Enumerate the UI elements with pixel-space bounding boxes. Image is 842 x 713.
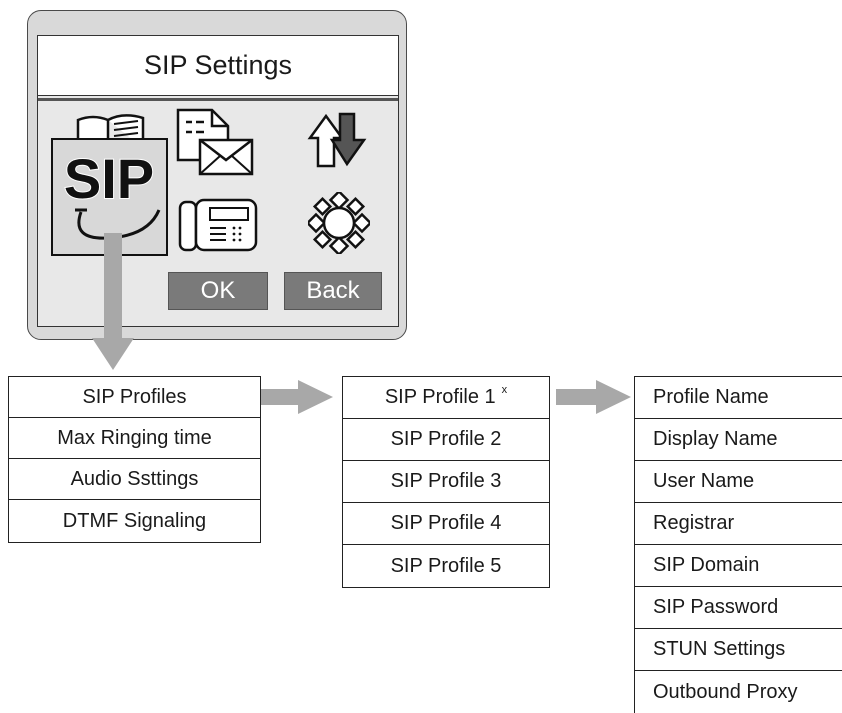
down-arrow <box>92 233 134 370</box>
sip-profiles-menu: SIP Profile 1 x SIP Profile 2 SIP Profile… <box>342 376 550 588</box>
message-icon <box>176 108 254 176</box>
desk-phone-icon <box>178 198 258 252</box>
menu-item-display-name[interactable]: Display Name <box>635 419 842 461</box>
right-arrow-2 <box>556 380 631 414</box>
menu-item-user-name[interactable]: User Name <box>635 461 842 503</box>
profile-1-label: SIP Profile 1 <box>384 386 496 408</box>
menu-item-sip-profile-4[interactable]: SIP Profile 4 <box>343 503 549 545</box>
right-arrow-1 <box>261 380 333 414</box>
device-frame: SIP Settings <box>27 10 407 340</box>
menu-item-profile-name[interactable]: Profile Name <box>635 377 842 419</box>
active-profile-marker: x <box>501 383 508 396</box>
menu-item-sip-profile-2[interactable]: SIP Profile 2 <box>343 419 549 461</box>
menu-item-registrar[interactable]: Registrar <box>635 503 842 545</box>
sip-settings-menu: SIP Profiles Max Ringing time Audio Sstt… <box>8 376 261 543</box>
menu-item-dtmf-signaling[interactable]: DTMF Signaling <box>62 509 207 532</box>
menu-item-sip-profile-5[interactable]: SIP Profile 5 <box>390 554 502 577</box>
menu-item-outbound-proxy[interactable]: Outbound Proxy <box>653 680 798 703</box>
menu-item-sip-profile-3[interactable]: SIP Profile 3 <box>343 461 549 503</box>
ok-button[interactable]: OK <box>168 272 268 310</box>
device-screen: SIP Settings <box>37 35 399 327</box>
up-down-arrows-icon <box>307 112 367 168</box>
menu-item-stun-settings[interactable]: STUN Settings <box>635 629 842 671</box>
screen-title: SIP Settings <box>38 36 398 96</box>
profile-fields-menu: Profile Name Display Name User Name Regi… <box>634 376 842 713</box>
title-divider <box>38 98 398 101</box>
menu-item-sip-profiles[interactable]: SIP Profiles <box>9 377 260 418</box>
menu-item-sip-password[interactable]: SIP Password <box>635 587 842 629</box>
settings-gear-icon <box>308 192 370 254</box>
back-button[interactable]: Back <box>284 272 382 310</box>
menu-item-sip-domain[interactable]: SIP Domain <box>635 545 842 587</box>
menu-item-max-ringing-time[interactable]: Max Ringing time <box>9 418 260 459</box>
menu-item-audio-settings[interactable]: Audio Ssttings <box>9 459 260 500</box>
menu-item-sip-profile-1[interactable]: SIP Profile 1 x <box>343 377 549 419</box>
sip-icon-label: SIP <box>64 147 154 210</box>
